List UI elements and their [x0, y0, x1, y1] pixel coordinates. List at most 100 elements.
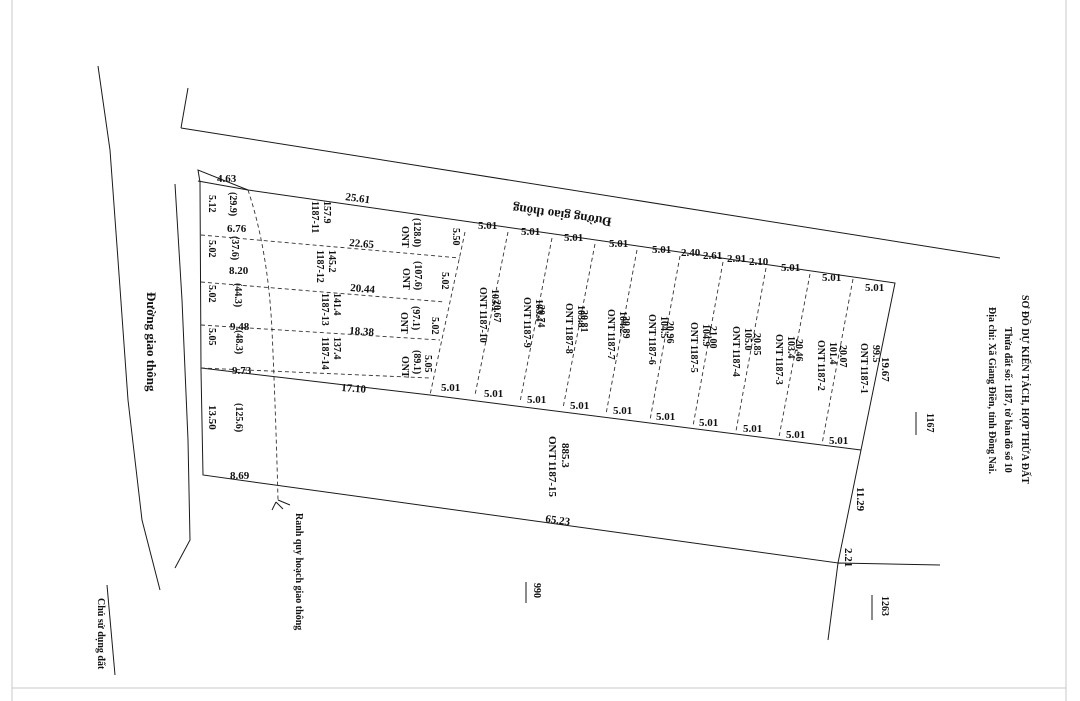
- lot-2-len: 20.46: [793, 339, 804, 362]
- road-area-1: (29.9): [227, 192, 238, 216]
- neighbor-1263: 1263: [879, 596, 890, 616]
- lot-9-id: 1187-9: [521, 320, 532, 348]
- dim-505b: 5.05: [422, 355, 433, 373]
- lot-8-id: 1187-8: [563, 326, 574, 354]
- lot-2-area: 101.4: [827, 342, 838, 365]
- road-left-inner-edge: [174, 183, 191, 569]
- lot-2-type: ONT: [815, 340, 826, 362]
- dim-512: 5.12: [206, 195, 217, 213]
- lot-1-type: ONT: [858, 343, 869, 365]
- dim-top-8: 2.91: [727, 253, 746, 265]
- lot-11-type: ONT: [399, 226, 410, 248]
- lot-11-area: 157.9: [321, 201, 332, 224]
- lot-3-len: 20.85: [751, 333, 762, 356]
- planning-arrow: [271, 499, 291, 511]
- lot-6-area: 104.5: [658, 316, 669, 339]
- lot-13-type: ONT: [398, 312, 409, 334]
- lot-13-id: 1187-13: [319, 293, 330, 326]
- dim-top-3: 5.01: [564, 232, 583, 244]
- dim-bot-4: 5.01: [570, 400, 589, 412]
- road-area-2: (37.6): [229, 236, 240, 260]
- neighbor-divider-left: [106, 584, 116, 676]
- lot-3-id: 1187-3: [773, 357, 784, 385]
- dim-top-4: 5.01: [609, 238, 628, 250]
- lot-4-id: 1187-4: [730, 349, 741, 377]
- dim-bot-6: 5.01: [656, 411, 675, 423]
- lot-14-area: 137.4: [331, 337, 342, 360]
- lot-12-id: 1187-12: [314, 250, 325, 283]
- lot-9-type: ONT: [521, 297, 532, 319]
- lot-8-area: 103.8: [575, 305, 586, 328]
- lot-1-len: 20.07: [837, 345, 848, 368]
- lot-5-id: 1187-5: [688, 345, 699, 373]
- road-label-left: Đường giao thông: [144, 292, 159, 392]
- lot-7-id: 1187-7: [605, 332, 616, 360]
- dim-bot-9: 5.01: [786, 429, 805, 441]
- parcel-boundary: [197, 169, 896, 564]
- road-area-4: (48.3): [233, 330, 244, 354]
- dim-1129: 11.29: [854, 487, 866, 512]
- dim-top-1: 5.01: [478, 220, 497, 232]
- planning-boundary-curve: [247, 189, 279, 501]
- dim-bot-7: 5.01: [699, 417, 718, 429]
- lot-14-type: ONT: [399, 356, 410, 378]
- dim-505a: 5.05: [206, 328, 217, 346]
- road-left-outer-edge: [97, 65, 161, 591]
- dim-502c: 5.02: [439, 272, 450, 290]
- dim-550: 5.50: [450, 228, 461, 246]
- dim-2044: 20.44: [350, 282, 376, 296]
- lot-15-type: ONT: [546, 436, 558, 461]
- dim-top-2: 5.01: [521, 226, 540, 238]
- dim-502a: 5.02: [206, 240, 217, 258]
- land-use-holder-label: Chủ sử dụng đất: [95, 598, 106, 670]
- lot-14-id: 1187-14: [319, 337, 330, 370]
- dim-948: 9.48: [230, 321, 250, 333]
- lot-15-area: 885.3: [559, 443, 571, 468]
- dim-973: 9.73: [232, 365, 252, 377]
- top-row-edge: [197, 180, 249, 191]
- dim-869: 8.69: [230, 470, 250, 482]
- lot-11-id: 1187-11: [309, 201, 320, 233]
- planning-line-label: Ranh quy hoạch giao thông: [293, 513, 304, 630]
- bottom-extension: [827, 562, 941, 641]
- lot-5-len: 20.96: [664, 321, 675, 344]
- lot-divider-11-12: [200, 234, 461, 259]
- lot-4-area: 105.0: [742, 328, 753, 351]
- dim-bot-2: 5.01: [484, 388, 503, 400]
- dim-top-12: 5.01: [865, 282, 884, 294]
- dim-bot-5: 5.01: [613, 405, 632, 417]
- neighbor-1167: 1167: [924, 413, 935, 432]
- title-heading: SƠ ĐỒ DỰ KIẾN TÁCH, HỢP THỬA ĐẤT: [1019, 295, 1032, 484]
- lot-15-id: 1187-15: [546, 461, 558, 498]
- lot-13-area: 141.4: [331, 293, 342, 316]
- lot-4-type: ONT: [730, 326, 741, 348]
- lot-5-type: ONT: [688, 322, 699, 344]
- dim-top-6: 2.40: [681, 247, 701, 259]
- lot-11-paren: (128.0): [411, 218, 422, 247]
- lot-12-area: 145.2: [326, 250, 337, 273]
- dim-bot-1: 5.01: [441, 382, 460, 394]
- dim-1350: 13.50: [206, 405, 218, 430]
- lot-12-type: ONT: [400, 268, 411, 290]
- lot-3-type: ONT: [773, 334, 784, 356]
- lot-1-area: 99.5: [870, 345, 881, 363]
- dim-bot-10: 5.01: [829, 435, 848, 447]
- lot-13-paren: (97.1): [410, 306, 421, 330]
- lot-divider-13-14: [200, 324, 441, 341]
- lot-10-area: 103.1: [489, 289, 500, 312]
- dim-top-11: 5.01: [822, 272, 841, 284]
- dim-bot-3: 5.01: [527, 394, 546, 406]
- dim-top-5: 5.01: [652, 244, 671, 256]
- lot-14-paren: (89.1): [411, 350, 422, 374]
- lot-3-area: 103.4: [785, 336, 796, 359]
- lot-1-id: 1187-1: [858, 366, 869, 394]
- dim-6523: 65.23: [545, 513, 572, 528]
- road-top-upper-edge: [180, 87, 1001, 259]
- road-area-3: (44.3): [232, 283, 243, 307]
- lot-9-area: 103.4: [533, 299, 544, 322]
- road-setback-line: [200, 367, 862, 451]
- lot-7-type: ONT: [605, 309, 616, 331]
- dim-2265: 22.65: [349, 237, 375, 251]
- lot-4-len: 21.00: [707, 326, 718, 349]
